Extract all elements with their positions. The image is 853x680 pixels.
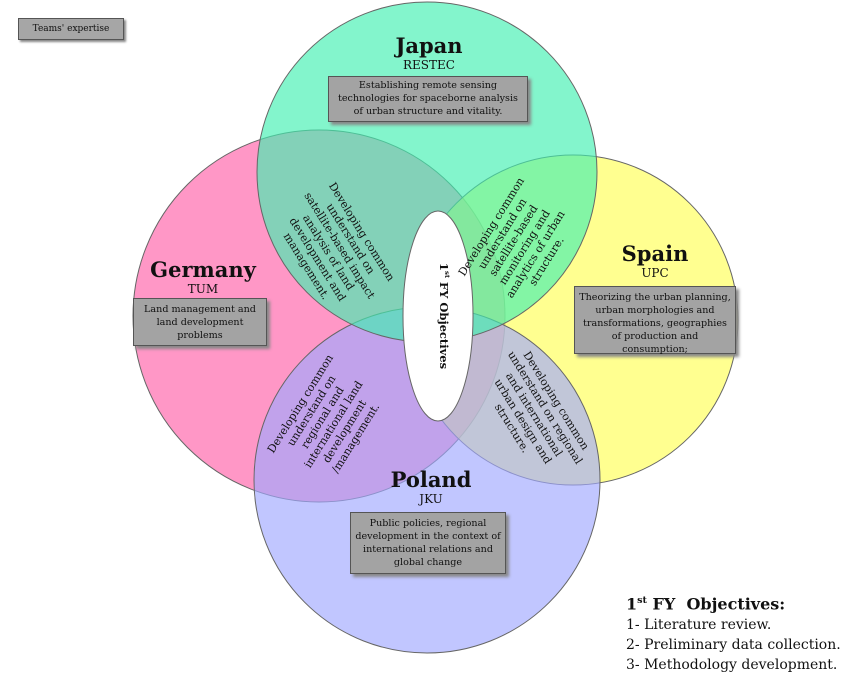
spain-name: Spain bbox=[621, 241, 689, 266]
legend-tag: Teams' expertise bbox=[18, 18, 124, 40]
germany-expertise: Land management and land development pro… bbox=[133, 298, 267, 346]
japan-org: RESTEC bbox=[403, 58, 455, 72]
spain-org: UPC bbox=[641, 266, 669, 280]
germany-name: Germany bbox=[150, 257, 256, 282]
objective-item: 2- Preliminary data collection. bbox=[626, 637, 841, 654]
objectives-title-rest: FY Objectives: bbox=[646, 594, 786, 614]
center-label: 1st FY Objectives bbox=[424, 258, 454, 374]
objective-item: 1- Literature review. bbox=[626, 617, 772, 634]
center-ellipse bbox=[402, 210, 474, 422]
objectives-title-prefix: 1 bbox=[626, 594, 638, 614]
poland-org: JKU bbox=[419, 492, 443, 506]
objectives-title: 1st FY Objectives: bbox=[626, 590, 850, 615]
japan-name: Japan bbox=[395, 33, 463, 58]
poland-header: Poland JKU bbox=[356, 467, 506, 507]
germany-org: TUM bbox=[187, 282, 219, 296]
japan-expertise: Establishing remote sensing technologies… bbox=[328, 76, 528, 122]
center-label-prefix: 1 bbox=[437, 262, 452, 271]
objective-item: 3- Methodology development. bbox=[626, 657, 838, 674]
center-label-text: FY Objectives bbox=[437, 278, 452, 370]
germany-header: Germany TUM bbox=[128, 257, 278, 297]
poland-expertise: Public policies, regional development in… bbox=[350, 512, 506, 574]
objectives-title-sup: st bbox=[637, 595, 647, 606]
objectives-panel: 1st FY Objectives: 1- Literature review.… bbox=[626, 590, 850, 675]
japan-header: Japan RESTEC bbox=[354, 33, 504, 73]
poland-name: Poland bbox=[390, 467, 472, 492]
center-label-sup: st bbox=[443, 270, 451, 278]
spain-expertise: Theorizing the urban planning, urban mor… bbox=[574, 286, 736, 355]
spain-header: Spain UPC bbox=[580, 241, 730, 281]
